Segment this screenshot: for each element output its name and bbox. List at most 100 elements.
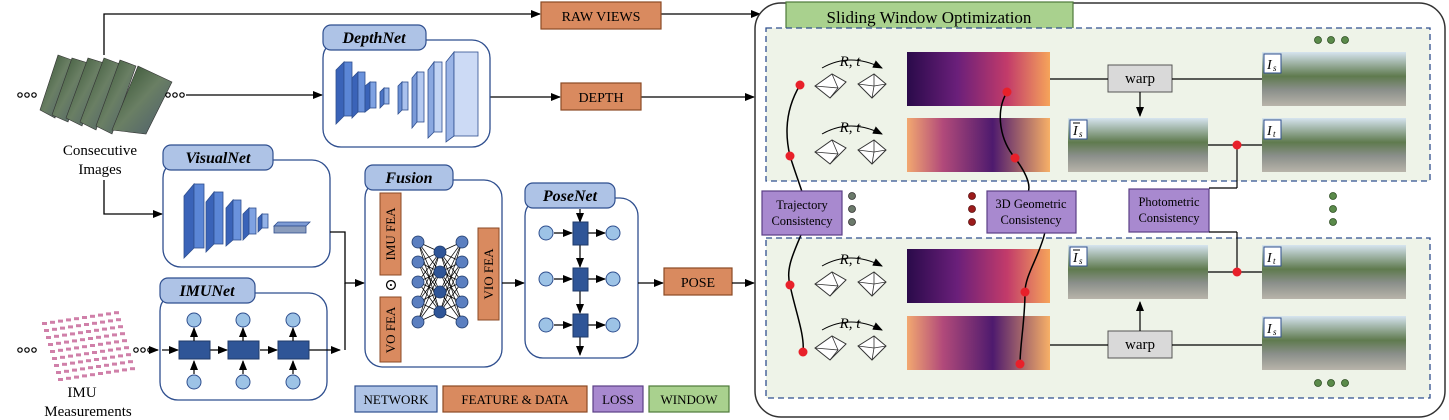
depthnet-layers [335, 50, 479, 143]
camera-pair-row: R, t [814, 252, 887, 297]
svg-text:s: s [1273, 63, 1277, 73]
trajectory-consistency-box [761, 190, 843, 236]
imu-dots-right [133, 347, 153, 353]
motion-label: R, t [839, 252, 862, 268]
visualnet-title: VisualNet [186, 150, 251, 167]
photo-is-top [1262, 52, 1406, 106]
photometric-consistency-label-1: Photometric [1138, 195, 1200, 209]
consecutive-images-label-2: Images [78, 162, 121, 178]
legend-feature-swatch [442, 385, 588, 413]
camera-pair-row: R, t [814, 316, 887, 361]
fusion-title-tab [364, 164, 454, 191]
geometric-consistency-label-1: 3D Geometric [995, 197, 1067, 211]
legend-window-swatch [648, 385, 730, 413]
arrow-visualnet-to-fusion [330, 231, 365, 287]
depth-label: DEPTH [578, 91, 623, 106]
motion-label: R, t [839, 54, 862, 70]
depth-map-2 [907, 118, 1050, 172]
photo-it-bottom [1262, 245, 1406, 299]
warp-box-bottom [1107, 330, 1173, 359]
red-dots [968, 192, 976, 226]
imu-measurements-label-1: IMU [67, 385, 96, 401]
legend: NETWORK FEATURE & DATA LOSS WINDOW [354, 385, 730, 413]
pose-label: POSE [681, 276, 715, 291]
imu-measurements-cube [42, 311, 135, 381]
photometric-consistency-label-2: Consistency [1138, 211, 1200, 225]
posenet-title-tab [524, 182, 616, 209]
photos [1068, 52, 1406, 370]
green-dots [1314, 36, 1349, 387]
photo-it-top [1262, 118, 1406, 172]
visualnet-title-tab [162, 144, 274, 171]
svg-text:I: I [1266, 251, 1273, 266]
sliding-window-title: Sliding Window Optimization [827, 8, 1032, 27]
vo-fea-box [379, 296, 402, 363]
svg-text:I: I [1266, 322, 1273, 337]
pose-box [663, 267, 733, 296]
svg-text:I: I [1266, 58, 1273, 73]
svg-text:t: t [1273, 256, 1276, 266]
svg-text:s: s [1079, 256, 1083, 266]
trajectory-consistency-label-1: Trajectory [776, 198, 828, 212]
vio-fea-label: VIO FEA [481, 248, 496, 300]
imu-fea-label: IMU FEA [383, 207, 398, 261]
legend-feature-label: FEATURE & DATA [461, 392, 569, 407]
trajectory-consistency-label-2: Consistency [771, 214, 833, 228]
posenet-lstm-chain [538, 209, 621, 356]
legend-loss-label: LOSS [602, 392, 634, 407]
consecutive-images-label-1: Consecutive [63, 143, 137, 159]
legend-window-label: WINDOW [660, 392, 718, 407]
consistency-points [785, 80, 1242, 369]
imu-measurements-label-2: Measurements [44, 404, 132, 420]
photometric-consistency-box [1128, 188, 1210, 233]
image-dots-left [17, 92, 37, 98]
arrow-images-to-rawviews [103, 10, 541, 55]
camera-pairs: R, t R, t R, t R, t [814, 54, 887, 361]
legend-network-swatch [354, 385, 438, 413]
geometric-consistency-label-2: Consistency [1000, 213, 1062, 227]
svg-text:t: t [1273, 129, 1276, 139]
imunet-title: IMUNet [178, 283, 235, 300]
vio-fea-box [477, 227, 500, 321]
gray-dots [848, 192, 856, 226]
posenet-title: PoseNet [542, 188, 598, 205]
warp-connectors [1050, 78, 1262, 346]
fusion-title: Fusion [384, 170, 432, 187]
camera-pair-row: R, t [814, 54, 887, 99]
consecutive-images-stack [39, 54, 173, 135]
arrow-images-to-visualnet [103, 180, 163, 218]
motion-label: R, t [839, 316, 862, 332]
photo-is-hat-bottom [1068, 245, 1208, 299]
legend-loss-swatch [592, 385, 644, 413]
imu-dots-left [17, 347, 37, 353]
depth-map-1 [907, 52, 1050, 106]
concat-symbol: ⊙ [384, 277, 397, 294]
photo-is-hat-top [1068, 118, 1208, 172]
svg-text:I: I [1072, 124, 1079, 139]
depth-box [560, 82, 642, 111]
visualnet-layers [183, 182, 311, 259]
depthnet-title: DepthNet [341, 30, 406, 47]
camera-pair-row: R, t [814, 120, 887, 165]
imunet-lstm-chain [162, 312, 341, 390]
imunet-title-tab [159, 277, 256, 304]
geometric-consistency-box [986, 190, 1077, 234]
svg-text:I: I [1072, 251, 1079, 266]
svg-text:I: I [1266, 124, 1273, 139]
motion-label: R, t [839, 120, 862, 136]
fusion-mlp [411, 235, 469, 329]
depthnet-title-tab [322, 24, 427, 51]
vo-fea-label: VO FEA [383, 306, 398, 353]
raw-views-label: RAW VIEWS [562, 10, 641, 25]
svg-text:s: s [1273, 327, 1277, 337]
depth-map-4 [907, 316, 1050, 370]
imu-fea-box [379, 192, 402, 276]
